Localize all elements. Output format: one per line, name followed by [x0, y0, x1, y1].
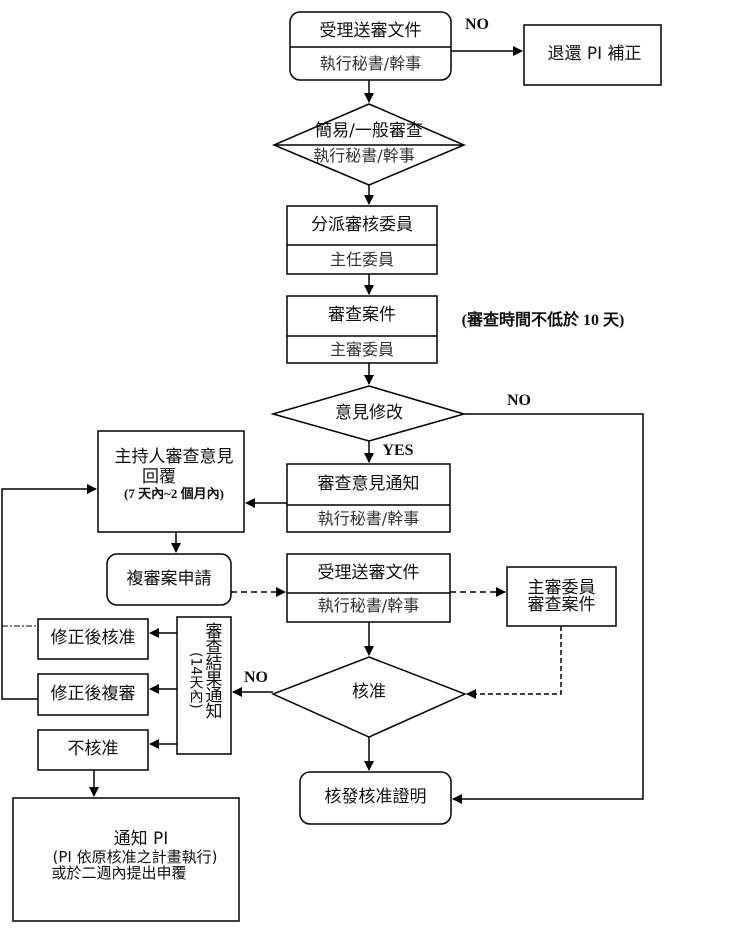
assign-reviewers-title: 分派審核委員: [311, 215, 413, 236]
issue-certificate-box: [299, 771, 452, 825]
receive-docs-2-title: 受理送審文件: [317, 563, 420, 584]
approval-decision-title: 核准: [352, 682, 386, 703]
re-review-after-revision-title: 修正後複審: [50, 683, 136, 704]
receive-docs-title: 受理送審文件: [319, 21, 422, 42]
notify-pi-box: [12, 797, 240, 922]
review-notice-role: 執行秘書/幹事: [317, 508, 420, 528]
result-notice-note: (14天內): [187, 652, 204, 709]
issue-certificate-title: 核發核准證明: [324, 787, 427, 808]
review-notice-box: [286, 463, 451, 533]
pi-reply-line3: (7 天內~2 個月內): [124, 486, 224, 502]
receive-docs-box: [289, 11, 452, 81]
notify-pi-text: 通知 PI (PI 依原核准之計畫執行) 或於二週內提出申覆: [13, 826, 239, 886]
revision-decision-title: 意見修改: [335, 403, 403, 424]
return-pi-title: 退還 PI 補正: [547, 44, 642, 65]
result-notice-title: 審查結果通知: [201, 622, 222, 718]
edge-label-no-approval: NO: [244, 668, 268, 686]
notify-pi-line2: (PI 依原核准之計畫執行): [52, 847, 218, 866]
notify-pi-line3: 或於二週內提出申覆: [51, 864, 187, 883]
review-case-note: (審查時間不低於 10 天): [461, 311, 625, 329]
review-case-box: [286, 295, 438, 364]
result-notice-box: [176, 616, 232, 755]
pi-reply-line2: 回覆: [142, 466, 176, 487]
re-review-after-revision-box: [37, 673, 149, 716]
result-notice-text: 審查結果通知 (14天內): [177, 622, 231, 750]
primary-reviewer-line1: 主審委員: [527, 577, 596, 598]
re-review-application-box: [106, 553, 232, 606]
approved-after-revision-box: [37, 618, 149, 660]
not-approved-title: 不核准: [67, 739, 119, 760]
pi-reply-box: [97, 430, 245, 533]
receive-docs-role: 執行秘書/幹事: [319, 53, 422, 73]
return-pi-box: [523, 24, 662, 86]
review-type-role: 執行秘書/幹事: [313, 145, 415, 165]
edge-revision-no: [452, 413, 644, 804]
not-approved-box: [37, 729, 149, 771]
primary-reviewer-text: 主審委員 審查案件: [507, 567, 616, 626]
edge-label-no-top: NO: [465, 15, 489, 33]
review-case-role: 主審委員: [329, 339, 394, 359]
review-notice-title: 審查意見通知: [317, 474, 420, 495]
edge-label-no-revision: NO: [507, 391, 531, 409]
assign-reviewers-role: 主任委員: [329, 249, 394, 269]
pi-reply-text: 主持人審查意見 回覆 (7 天內~2 個月內): [98, 440, 250, 510]
pi-reply-line1: 主持人審查意見: [114, 446, 234, 467]
approved-after-revision-title: 修正後核准: [50, 628, 136, 649]
edge-primary-to-approval: [466, 626, 562, 699]
assign-reviewers-box: [286, 205, 438, 275]
re-review-application-title: 複審案申請: [126, 568, 212, 589]
primary-reviewer-line2: 審查案件: [527, 594, 596, 615]
edge-re-review-rev-loop: [1, 484, 97, 700]
review-type-title: 簡易/一般審查: [315, 121, 423, 142]
receive-docs-2-role: 執行秘書/幹事: [317, 595, 420, 615]
review-case-title: 審查案件: [328, 305, 396, 326]
edge-label-yes-revision: YES: [382, 441, 414, 459]
notify-pi-line1: 通知 PI: [113, 829, 169, 850]
